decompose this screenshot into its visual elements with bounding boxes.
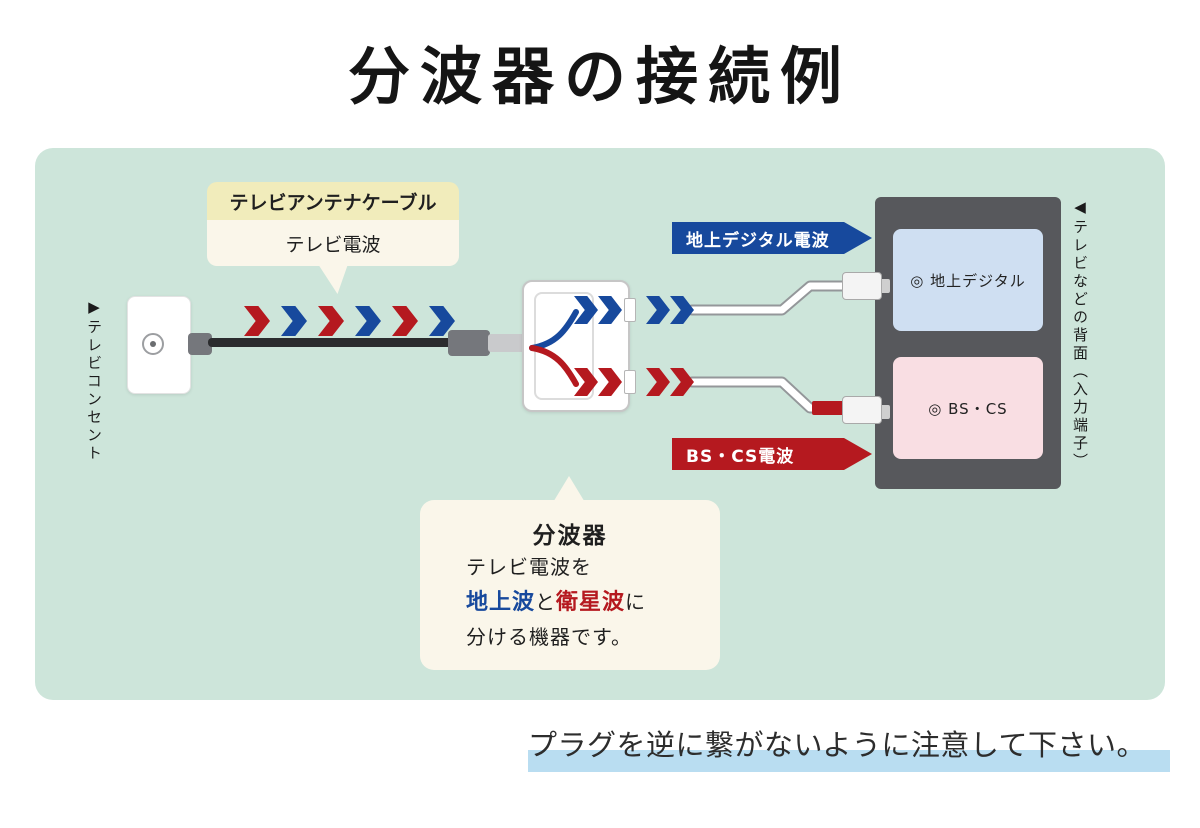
particle-text: に [625, 590, 647, 614]
footer-note: プラグを逆に繋がないように注意して下さい。 [528, 722, 1170, 774]
cable-plug-right-icon [448, 330, 490, 356]
cable-plug-left-icon [188, 333, 212, 355]
terrestrial-plug-icon [842, 272, 882, 300]
splitter-output-port-top-icon [624, 298, 636, 322]
tv-signal-label: テレビ電波 [207, 220, 459, 266]
splitter-bubble-title: 分波器 [532, 523, 608, 549]
satellite-plug-icon [842, 396, 882, 424]
outlet-vertical-label: ▶テレビコンセント [85, 298, 103, 463]
splitter-output-port-bottom-icon [624, 370, 636, 394]
footer-note-text: プラグを逆に繋がないように注意して下さい。 [528, 728, 1147, 762]
splitter-description-bubble: 分波器 テレビ電波を 地上波と衛星波に 分ける機器です。 [420, 500, 720, 670]
satellite-signal-banner: BS・CS電波 [672, 438, 872, 470]
splitter-flow-icon [529, 309, 579, 387]
tv-terrestrial-input: ◎ 地上デジタル [893, 229, 1043, 331]
satellite-red-band-icon [812, 401, 846, 415]
footer-highlight-bar [528, 750, 1170, 772]
conjunction-text: と [535, 590, 557, 614]
terrestrial-word: 地上波 [466, 590, 536, 615]
coax-socket-icon [142, 333, 164, 355]
splitter-description-line2: 地上波と衛星波に [420, 585, 720, 620]
antenna-cable-line [208, 338, 454, 347]
tv-outlet [127, 296, 191, 394]
terrestrial-signal-banner: 地上デジタル電波 [672, 222, 872, 254]
tv-back-vertical-label: ◀テレビなどの背面（入力端子） [1071, 198, 1089, 471]
tv-satellite-input: ◎ BS・CS [893, 357, 1043, 459]
splitter-input-port-icon [488, 334, 526, 352]
satellite-word: 衛星波 [556, 590, 626, 615]
splitter-description-line1: テレビ電波を [466, 555, 592, 579]
page-title: 分波器の接続例 [347, 40, 852, 113]
splitter-description-line3: 分ける機器です。 [466, 625, 632, 649]
antenna-cable-label: テレビアンテナケーブル [207, 182, 459, 220]
coax-pin-icon [150, 341, 156, 347]
